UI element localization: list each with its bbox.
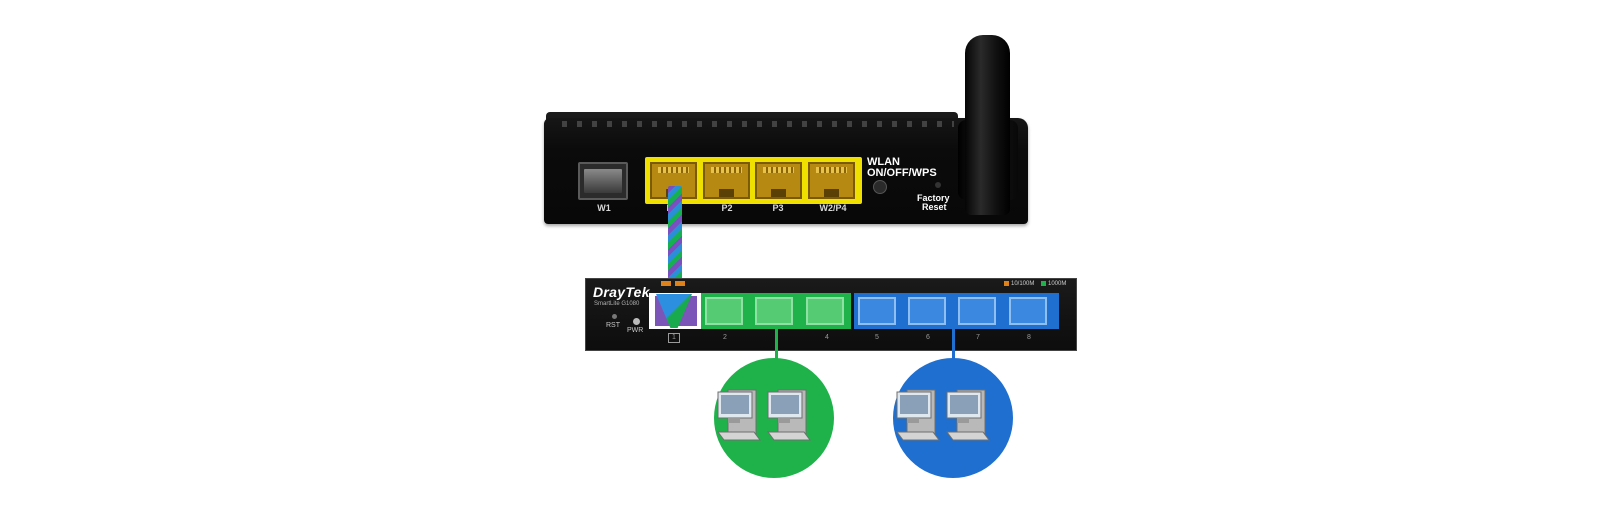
switch-model: SmartLite G1080: [594, 301, 640, 307]
p2-label: P2: [721, 203, 733, 213]
port-number-5: 5: [875, 334, 879, 341]
wan1-label: W1: [597, 203, 611, 213]
wlan-label: WLAN: [867, 156, 900, 168]
w2p4-label: W2/P4: [819, 203, 847, 213]
port-number-6: 6: [926, 334, 930, 341]
port1-led: [661, 281, 671, 286]
rst-hole: [612, 314, 617, 319]
wlan-onoff-wps-label: ON/OFF/WPS: [867, 167, 937, 179]
router-port-w2p4: [808, 162, 855, 199]
switch-port-6: [908, 297, 946, 325]
orange-dot-icon: [1004, 281, 1009, 286]
wps-button: [873, 180, 887, 194]
router-port-p2: [703, 162, 750, 199]
rst-label: RST: [606, 322, 620, 329]
factory-reset-hole: [935, 182, 941, 188]
factory-label: Factory: [917, 193, 950, 203]
p3-label: P3: [772, 203, 784, 213]
reset-label: Reset: [922, 202, 947, 212]
port-number-1: 1: [668, 333, 680, 343]
router-port-p3: [755, 162, 802, 199]
green-vlan-computers: [714, 358, 834, 478]
green-vlan-link: [775, 329, 778, 363]
antenna: [965, 35, 1010, 215]
port-number-2: 2: [723, 334, 727, 341]
router-vents: [562, 121, 954, 127]
switch-port-7: [958, 297, 996, 325]
legend-10-100: 10/100M: [1004, 281, 1034, 287]
green-dot-icon: [1041, 281, 1046, 286]
computers-icon: [896, 389, 990, 441]
switch-port-3: [755, 297, 793, 325]
switch-port-2: [705, 297, 743, 325]
blue-vlan-computers: [893, 358, 1013, 478]
legend-1000: 1000M: [1041, 281, 1066, 287]
blue-vlan-link: [952, 329, 955, 363]
ethernet-cable: [668, 186, 682, 286]
wan1-sfp-cage: [584, 169, 622, 193]
pwr-label: PWR: [627, 327, 644, 334]
switch-port-5: [858, 297, 896, 325]
port-number-8: 8: [1027, 334, 1031, 341]
computers-icon: [717, 389, 811, 441]
switch-port-8: [1009, 297, 1047, 325]
switch-port-4: [806, 297, 844, 325]
port1-led-2: [675, 281, 685, 286]
switch-brand: DrayTek: [593, 284, 650, 300]
port-number-7: 7: [976, 334, 980, 341]
pwr-led: [633, 318, 640, 325]
port-number-4: 4: [825, 334, 829, 341]
